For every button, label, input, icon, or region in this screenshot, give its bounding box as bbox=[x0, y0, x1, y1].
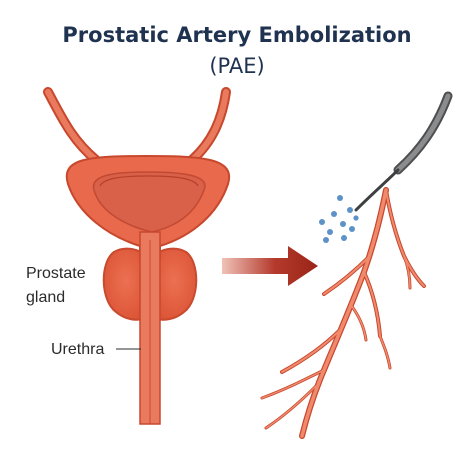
diagram-subtitle: (PAE) bbox=[209, 54, 265, 78]
prostate-label-line1: Prostate bbox=[26, 265, 86, 282]
catheter-illustration bbox=[354, 91, 453, 212]
bladder-illustration bbox=[65, 154, 231, 259]
artery-branches-inner bbox=[261, 188, 425, 438]
ureters bbox=[43, 87, 231, 165]
right-arrow-icon bbox=[222, 246, 318, 286]
embolic-particles-icon bbox=[319, 195, 359, 243]
urethra-illustration bbox=[139, 231, 161, 425]
prostate-label-line2: gland bbox=[26, 289, 66, 306]
prostate-gland-illustration bbox=[102, 247, 198, 321]
diagram-title: Prostatic Artery Embolization bbox=[62, 23, 412, 47]
urethra-label: Urethra bbox=[51, 341, 105, 358]
